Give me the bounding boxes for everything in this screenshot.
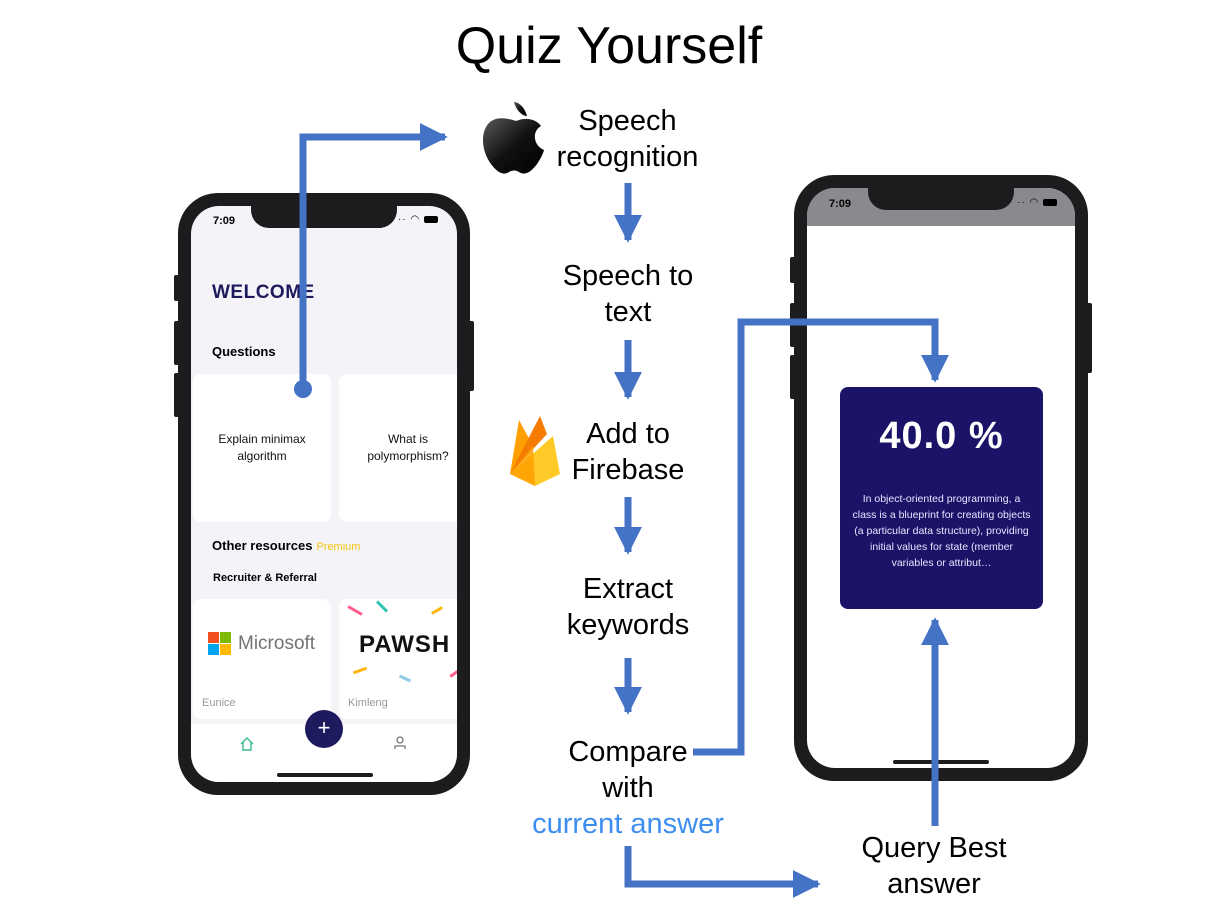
step-query-best-answer: Query Best answer — [846, 830, 1022, 902]
left-phone-button — [174, 321, 180, 365]
step-extract-keywords-label: Extract keywords — [566, 573, 690, 641]
apple-logo-icon — [479, 98, 547, 178]
arrow-compare-to-query — [624, 846, 821, 898]
arrow-question-to-speech — [299, 123, 448, 385]
step-speech-to-text-label: Speech to text — [562, 260, 694, 328]
battery-icon — [423, 215, 438, 223]
best-answer-text: In object-oriented programming, a class … — [852, 493, 1031, 569]
answer-card[interactable]: 40.0 % In object-oriented programming, a… — [840, 387, 1043, 609]
wifi-icon: ◠ — [410, 214, 421, 225]
diagram-title: Quiz Yourself — [455, 17, 763, 75]
right-phone-button — [790, 257, 796, 283]
step-speech-to-text: Speech to text — [548, 258, 708, 330]
resource-card-pawsh[interactable]: PAWSH — [339, 599, 457, 719]
firebase-logo-icon — [507, 414, 563, 488]
status-time: 7:09 — [213, 215, 236, 227]
welcome-heading: WELCOME — [212, 282, 315, 303]
home-indicator — [893, 760, 989, 764]
step-compare: Compare with current answer — [522, 734, 734, 842]
profile-icon[interactable] — [392, 735, 408, 751]
resource-name: Eunice — [202, 697, 236, 709]
recruiter-heading: Recruiter & Referral — [213, 572, 317, 584]
left-phone-button — [468, 321, 474, 391]
left-phone-button — [174, 275, 180, 301]
left-phone-button — [174, 373, 180, 417]
right-phone: 7:09 ·· ◠ 40.0 % In object-oriented prog… — [790, 175, 1092, 781]
question-card[interactable]: What is polymorphism? — [339, 374, 457, 522]
microsoft-logo-icon — [208, 632, 232, 656]
arrow-start-dot — [294, 380, 312, 398]
step-add-to-firebase: Add to Firebase — [560, 416, 696, 488]
right-phone-screen: 7:09 ·· ◠ 40.0 % In object-oriented prog… — [807, 188, 1075, 768]
add-button[interactable]: + — [305, 710, 343, 748]
left-phone-screen: 7:09 ·· ◠ WELCOME Questions Explain mini… — [191, 206, 457, 782]
arrow-compare-to-card — [693, 318, 949, 756]
pawsh-logo-text: PAWSH — [359, 631, 451, 658]
home-indicator — [277, 773, 373, 777]
question-text: What is polymorphism? — [367, 432, 449, 463]
resource-name: Kimleng — [348, 697, 388, 709]
question-text: Explain minimax algorithm — [218, 432, 306, 463]
status-time: 7:09 — [829, 198, 852, 210]
microsoft-logo-text: Microsoft — [238, 633, 316, 654]
step-speech-recognition: Speech recognition — [545, 103, 710, 175]
home-icon[interactable] — [239, 736, 255, 752]
step-add-to-firebase-label: Add to Firebase — [571, 418, 685, 486]
step-compare-label: Compare with — [568, 736, 688, 804]
step-speech-recognition-label: Speech recognition — [556, 105, 699, 173]
resource-card-microsoft[interactable]: Microsoft — [193, 599, 331, 719]
signal-icon: ·· — [398, 214, 407, 225]
right-phone-button — [790, 355, 796, 399]
questions-heading: Questions — [212, 344, 276, 359]
other-resources-label: Other resources — [212, 538, 313, 553]
premium-badge: Premium — [316, 541, 361, 553]
step-query-best-answer-label: Query Best answer — [861, 832, 1007, 900]
notch — [868, 188, 1014, 210]
status-icons: ·· ◠ — [1017, 197, 1057, 208]
status-icons: ·· ◠ — [398, 214, 438, 225]
battery-icon — [1042, 198, 1057, 206]
score-percentage: 40.0 % — [879, 415, 1004, 457]
question-card[interactable]: Explain minimax algorithm — [193, 374, 331, 522]
step-extract-keywords: Extract keywords — [555, 571, 701, 643]
left-phone: 7:09 ·· ◠ WELCOME Questions Explain mini… — [174, 193, 474, 795]
signal-icon: ·· — [1017, 197, 1026, 208]
notch — [251, 206, 397, 228]
right-phone-button — [1086, 303, 1092, 373]
current-answer-label: current answer — [532, 808, 724, 840]
wifi-icon: ◠ — [1029, 197, 1040, 208]
